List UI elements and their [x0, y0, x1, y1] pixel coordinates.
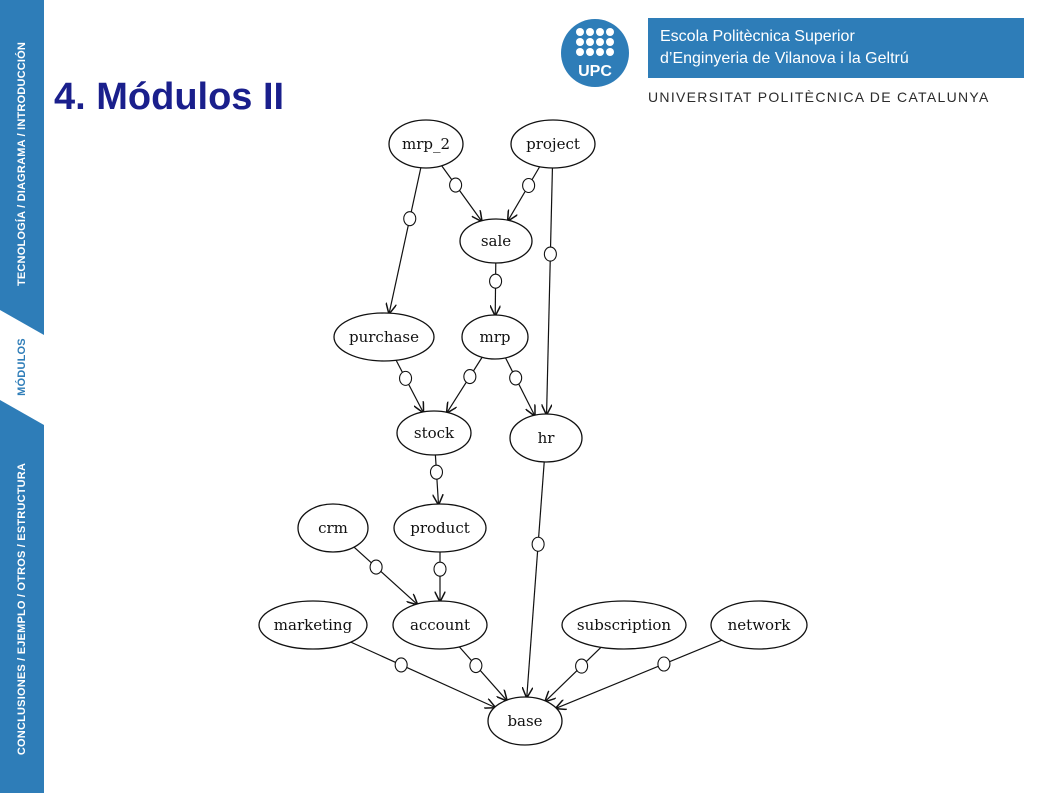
node-crm: crm — [297, 503, 369, 553]
node-crm-label: crm — [318, 519, 348, 537]
edge-sale-mrp — [495, 262, 496, 315]
edge-marker-mrp_2-purchase — [403, 211, 417, 227]
node-project-shape — [510, 119, 596, 169]
node-mrp-label: mrp — [480, 328, 511, 346]
edge-marker-crm-account — [369, 559, 383, 575]
node-project-label: project — [526, 135, 580, 153]
node-base: base — [487, 696, 563, 746]
edge-marker-project-sale — [522, 177, 536, 194]
node-mrp-shape — [461, 314, 529, 360]
node-subscription: subscription — [561, 600, 687, 650]
node-account-shape — [392, 600, 488, 650]
edge-purchase-stock — [395, 360, 423, 412]
node-marketing: marketing — [258, 600, 368, 650]
node-crm-shape — [297, 503, 369, 553]
node-product: product — [393, 503, 487, 553]
node-purchase-shape — [333, 312, 435, 362]
node-stock-label: stock — [414, 424, 455, 442]
node-network: network — [710, 600, 808, 650]
sidebar-active-highlight — [0, 310, 44, 425]
edge-marketing-base — [350, 641, 495, 707]
edge-marker-sale-mrp — [489, 273, 503, 289]
edge-account-base — [458, 646, 506, 700]
edge-crm-account — [353, 546, 417, 604]
edge-mrp_2-sale — [441, 165, 482, 221]
node-sale: sale — [459, 218, 533, 264]
edge-marker-hr-base — [531, 536, 545, 552]
node-stock: stock — [396, 410, 472, 456]
edge-network-base — [556, 639, 723, 708]
node-account: account — [392, 600, 488, 650]
page-title: 4. Módulos II — [54, 76, 285, 118]
node-stock-shape — [396, 410, 472, 456]
node-sale-label: sale — [481, 232, 511, 250]
node-marketing-label: marketing — [274, 616, 353, 634]
node-product-shape — [393, 503, 487, 553]
edge-project-hr — [547, 167, 554, 414]
node-mrp: mrp — [461, 314, 529, 360]
node-mrp_2-shape — [388, 119, 464, 169]
school-name-banner: Escola Politècnica Superior d’Enginyeria… — [648, 18, 1024, 78]
university-name: UNIVERSITAT POLITÈCNICA DE CATALUNYA — [648, 89, 990, 105]
edge-marker-project-hr — [543, 246, 557, 262]
edge-mrp_2-purchase — [389, 167, 422, 313]
node-mrp_2: mrp_2 — [388, 119, 464, 169]
edge-marker-marketing-base — [394, 657, 408, 673]
edge-marker-network-base — [657, 656, 671, 672]
node-project: project — [510, 119, 596, 169]
edge-hr-base — [527, 461, 545, 697]
edge-marker-stock-product — [429, 464, 444, 480]
edge-marker-mrp-hr — [509, 370, 523, 386]
node-account-label: account — [410, 616, 470, 634]
node-network-shape — [710, 600, 808, 650]
node-product-label: product — [410, 519, 470, 537]
edge-marker-subscription-base — [575, 658, 589, 674]
edge-marker-product-account — [433, 561, 447, 577]
node-mrp_2-label: mrp_2 — [402, 135, 450, 153]
school-name-line2: d’Enginyeria de Vilanova i la Geltrú — [660, 50, 909, 67]
node-network-label: network — [728, 616, 792, 634]
node-marketing-shape — [258, 600, 368, 650]
node-subscription-label: subscription — [577, 616, 671, 634]
edge-mrp-hr — [504, 357, 535, 415]
edge-marker-purchase-stock — [399, 370, 413, 386]
node-sale-shape — [459, 218, 533, 264]
edge-project-sale — [508, 166, 541, 221]
edge-marker-account-base — [469, 657, 483, 674]
node-hr-shape — [509, 413, 583, 463]
upc-logo: UPC — [561, 19, 629, 87]
node-purchase: purchase — [333, 312, 435, 362]
edge-mrp-stock — [447, 356, 483, 412]
node-base-label: base — [507, 712, 542, 730]
node-purchase-label: purchase — [349, 328, 419, 346]
section-nav-sidebar: CONCLUSIONES / EJEMPLO / OTROS / ESTRUCT… — [0, 0, 44, 793]
node-subscription-shape — [561, 600, 687, 650]
school-name-line1: Escola Politècnica Superior — [660, 28, 855, 45]
node-base-shape — [487, 696, 563, 746]
edge-marker-mrp-stock — [463, 369, 477, 385]
edge-marker-mrp_2-sale — [449, 177, 463, 193]
node-hr: hr — [509, 413, 583, 463]
upc-logo-text: UPC — [578, 63, 612, 80]
node-hr-label: hr — [538, 429, 556, 447]
edge-subscription-base — [546, 646, 602, 701]
